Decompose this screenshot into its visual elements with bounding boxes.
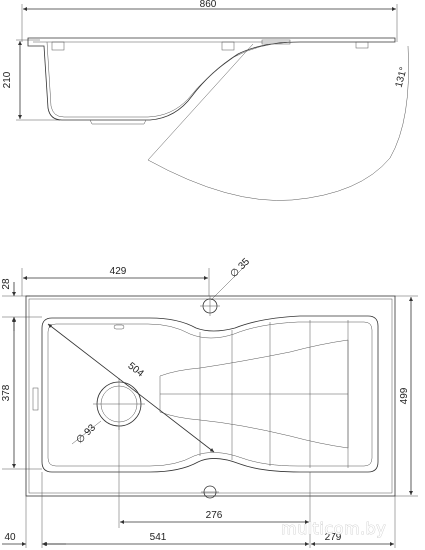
bowl-depth-label: 378 — [1, 384, 12, 401]
side-clip — [32, 387, 39, 411]
diagonal-label: 504 — [126, 361, 146, 380]
angle-label: 131° — [394, 66, 410, 89]
diagonal-dimension — [47, 323, 215, 453]
total-depth-label: 499 — [399, 387, 410, 404]
bowl-width-label: 541 — [150, 532, 167, 543]
margin-left-label: 40 — [4, 532, 16, 543]
watermark: multicom.by — [281, 519, 386, 538]
depth-label: 210 — [2, 71, 13, 88]
tap-hole-leader — [210, 262, 249, 301]
side-view: 860 210 131° — [2, 0, 410, 201]
overflow-slot — [113, 324, 125, 330]
sink-outline — [25, 295, 396, 497]
margin-top-label: 28 — [1, 278, 12, 290]
top-view: 429 ∅ 35 28 378 499 — [1, 256, 418, 548]
width-label: 860 — [200, 0, 217, 10]
tap-mount — [261, 39, 291, 45]
sink-profile — [27, 37, 396, 121]
bowl-offset-label: 429 — [110, 266, 127, 277]
angle-arc — [147, 45, 409, 201]
tap-hole-label: ∅ 35 — [228, 256, 252, 280]
drainer-width-label: 279 — [325, 532, 342, 543]
bowl-contour — [41, 315, 379, 473]
drain-offset-label: 276 — [206, 510, 223, 521]
